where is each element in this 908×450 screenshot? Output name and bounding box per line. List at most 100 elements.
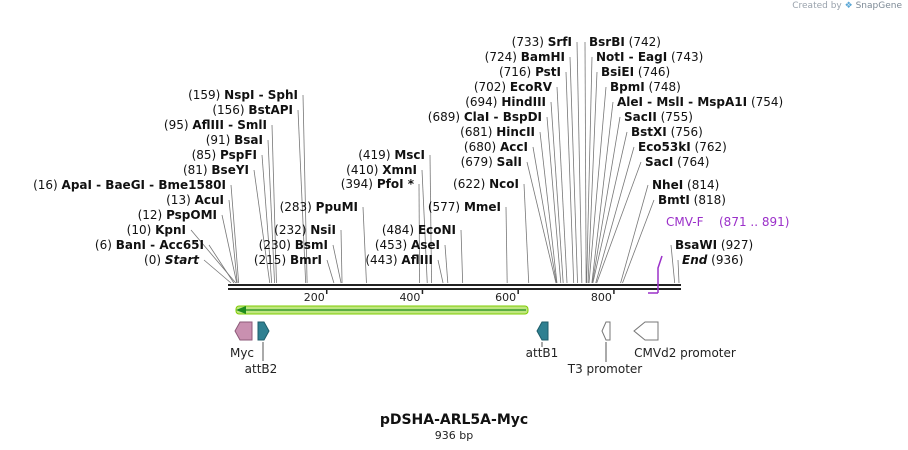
site-label-acci[interactable]: (680) AccI [464, 140, 528, 154]
site-enzyme-names: BpmI [610, 80, 645, 94]
site-label-pfoi[interactable]: (394) PfoI * [341, 177, 415, 191]
site-position: (927) [717, 238, 753, 252]
site-label-clai[interactable]: (689) ClaI - BspDI [428, 110, 542, 124]
site-connector-hindiii [550, 101, 564, 284]
site-label-nhei[interactable]: NheI (814) [652, 178, 719, 192]
site-connector-noti [586, 56, 593, 284]
site-connector-bpmi [588, 86, 607, 284]
site-connector-bamhi [569, 56, 578, 284]
site-label-bmti[interactable]: BmtI (818) [658, 193, 726, 207]
site-enzyme-names: SacII [624, 110, 657, 124]
site-label-afliii[interactable]: (443) AflIII [365, 253, 433, 267]
site-label-hindiii[interactable]: (694) HindIII [465, 95, 546, 109]
site-connector-bsmi [332, 244, 342, 284]
site-connector-nsii [340, 229, 343, 284]
myc-tag-feature[interactable] [234, 321, 253, 341]
snapgene-credit: Created by ❖ SnapGene [792, 1, 902, 11]
site-label-acui[interactable]: (13) AcuI [166, 193, 224, 207]
site-connector-end [677, 259, 680, 284]
site-enzyme-names: BseYI [211, 163, 249, 177]
site-label-ecorv[interactable]: (702) EcoRV [474, 80, 553, 94]
t3-promoter-feature[interactable] [601, 321, 611, 341]
site-label-ncoi[interactable]: (622) NcoI [453, 177, 519, 191]
site-label-eco53ki[interactable]: Eco53kI (762) [638, 140, 727, 154]
site-connector-acci [532, 146, 557, 284]
site-label-noti[interactable]: NotI - EagI (743) [596, 50, 703, 64]
primer-cmv-f-label[interactable]: CMV-F [666, 215, 704, 229]
site-enzyme-names: End [682, 253, 708, 267]
site-label-srfi[interactable]: (733) SrfI [512, 35, 572, 49]
site-label-saci[interactable]: SacI (764) [645, 155, 709, 169]
site-position: (577) [428, 200, 464, 214]
site-connector-lines [190, 41, 680, 284]
site-label-xmni[interactable]: (410) XmnI [346, 163, 417, 177]
site-enzyme-names: AleI - MslI - MspA1I [617, 95, 747, 109]
site-enzyme-names: KpnI [155, 223, 186, 237]
site-position: (936) [707, 253, 743, 267]
site-enzyme-names: BsaWI [675, 238, 717, 252]
site-connector-afliii [271, 124, 277, 284]
site-connector-pfoi [418, 183, 420, 284]
cmvd2-promoter-feature[interactable] [633, 321, 659, 341]
attb2-feature[interactable] [257, 321, 270, 341]
t3-promoter-label: T3 promoter [567, 362, 643, 376]
site-enzyme-names: NspI - SphI [224, 88, 298, 102]
site-position: (764) [673, 155, 709, 169]
site-connector-nspi [302, 94, 308, 284]
site-enzyme-names: ApaI - BaeGI - Bme1580I [62, 178, 226, 192]
site-position: (762) [691, 140, 727, 154]
site-label-apai[interactable]: (16) ApaI - BaeGI - Bme1580I [33, 178, 226, 192]
site-label-end[interactable]: End (936) [682, 253, 743, 267]
site-enzyme-names: BsaI [234, 133, 263, 147]
site-label-pspfi[interactable]: (85) PspFI [192, 148, 257, 162]
site-connector-srfi [576, 41, 583, 284]
site-label-mmei[interactable]: (577) MmeI [428, 200, 501, 214]
site-label-bstapi[interactable]: (156) BstAPI [212, 103, 293, 117]
site-enzyme-names: AccI [500, 140, 528, 154]
site-position: (681) [460, 125, 496, 139]
site-position: (756) [667, 125, 703, 139]
site-label-nspi[interactable]: (159) NspI - SphI [188, 88, 298, 102]
site-label-econi[interactable]: (484) EcoNI [382, 223, 456, 237]
site-label-bmri[interactable]: (215) BmrI [254, 253, 322, 267]
site-label-afliii[interactable]: (95) AflIII - SmlI [164, 118, 267, 132]
site-label-bstxi[interactable]: BstXI (756) [631, 125, 703, 139]
site-label-bamhi[interactable]: (724) BamHI [485, 50, 565, 64]
site-label-alei[interactable]: AleI - MslI - MspA1I (754) [617, 95, 783, 109]
site-label-bsai[interactable]: (91) BsaI [206, 133, 263, 147]
site-connector-ppumi [362, 206, 367, 284]
site-position: (742) [625, 35, 661, 49]
site-label-asei[interactable]: (453) AseI [375, 238, 440, 252]
site-enzyme-names: SalI [497, 155, 522, 169]
site-connector-eco53ki [595, 146, 635, 284]
site-enzyme-names: NcoI [489, 177, 519, 191]
site-label-nsii[interactable]: (232) NsiI [274, 223, 336, 237]
site-position: (716) [499, 65, 535, 79]
site-label-bani[interactable]: (6) BanI - Acc65I [95, 238, 204, 252]
site-label-sali[interactable]: (679) SalI [461, 155, 522, 169]
attb1-label: attB1 [526, 346, 559, 360]
site-label-bsmi[interactable]: (230) BsmI [259, 238, 328, 252]
attb1-feature[interactable] [536, 321, 549, 341]
site-connector-msci [429, 154, 432, 284]
site-label-ppumi[interactable]: (283) PpuMI [280, 200, 358, 214]
site-label-msci[interactable]: (419) MscI [358, 148, 425, 162]
site-label-bsiei[interactable]: BsiEI (746) [601, 65, 670, 79]
site-label-sacii[interactable]: SacII (755) [624, 110, 693, 124]
primer-cmv-f-arrow[interactable] [657, 255, 663, 293]
site-label-bseyi[interactable]: (81) BseYI [183, 163, 249, 177]
scale-tick-label: 400 [399, 291, 420, 304]
site-label-pspomi[interactable]: (12) PspOMI [138, 208, 217, 222]
site-label-kpni[interactable]: (10) KpnI [127, 223, 186, 237]
site-position: (12) [138, 208, 166, 222]
site-enzyme-names: SrfI [548, 35, 572, 49]
site-label-bsrbi[interactable]: BsrBI (742) [589, 35, 661, 49]
site-label-psti[interactable]: (716) PstI [499, 65, 561, 79]
site-label-bpmi[interactable]: BpmI (748) [610, 80, 681, 94]
site-label-bsawi[interactable]: BsaWI (927) [675, 238, 753, 252]
site-position: (394) [341, 177, 377, 191]
site-label-start[interactable]: (0) Start [144, 253, 200, 267]
site-connector-xmni [421, 169, 428, 284]
site-label-hincii[interactable]: (681) HincII [460, 125, 535, 139]
